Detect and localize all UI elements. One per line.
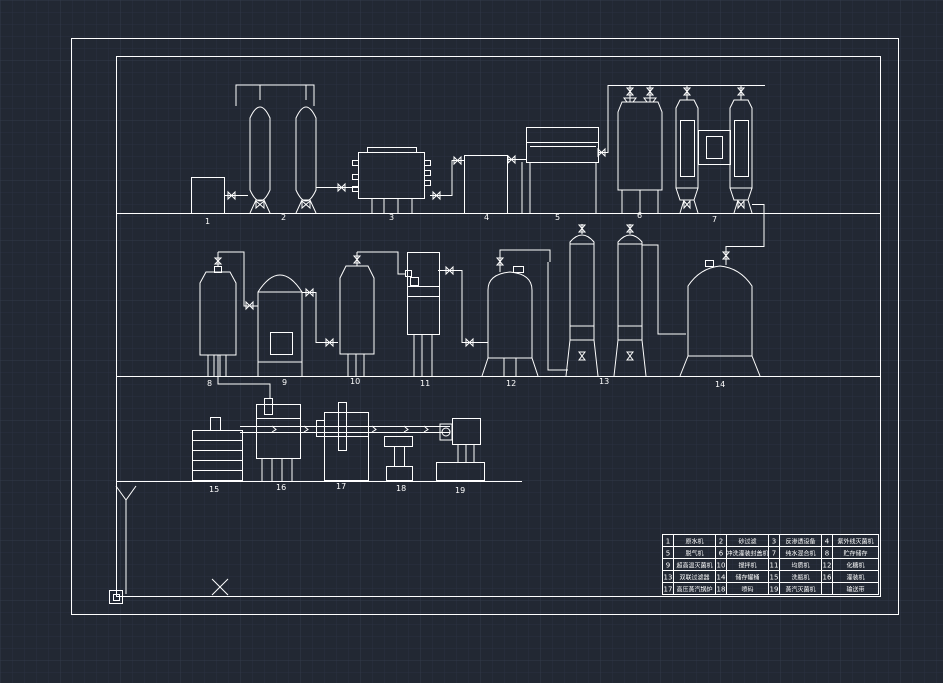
crosshair-icon: [211, 578, 229, 596]
unit-14-storage-tank: 14: [679, 260, 761, 389]
label-unit-14: 14: [715, 380, 725, 389]
unit-5-degasser: 5: [521, 127, 599, 222]
unit-2-sand-filters: 2: [235, 84, 317, 222]
legend-name: 双联过滤器: [679, 574, 709, 582]
legend-number: 11: [770, 562, 779, 570]
valve-icon: [597, 147, 606, 158]
legend-name: 脱气机: [685, 550, 703, 558]
legend-name: 高压蒸汽锅炉: [676, 586, 712, 594]
label-unit-5: 5: [555, 213, 560, 222]
legend-number: 8: [825, 550, 829, 558]
label-unit-9: 9: [282, 378, 287, 387]
legend-number: 13: [664, 574, 673, 582]
label-unit-19: 19: [455, 486, 465, 495]
label-unit-2: 2: [281, 213, 286, 222]
legend-number: 9: [666, 562, 670, 570]
valve-icon: [305, 287, 314, 298]
valve-icon: [325, 337, 334, 348]
label-unit-13: 13: [599, 377, 609, 386]
label-unit-12: 12: [506, 379, 516, 388]
legend-name: 原水机: [685, 538, 703, 546]
valve-icon: [432, 190, 441, 201]
legend-number: 17: [664, 586, 673, 594]
label-unit-15: 15: [209, 485, 219, 494]
legend-name: 蒸汽灭菌机: [785, 586, 815, 594]
valve-icon: [507, 154, 516, 165]
label-unit-11: 11: [420, 379, 430, 388]
legend-name: 反渗透设备: [785, 538, 815, 546]
legend-number: 3: [772, 538, 776, 546]
legend-number: 14: [717, 574, 726, 582]
unit-7-pure-water-mixer: 7: [675, 86, 753, 224]
legend-name: 紫外线灭菌机: [837, 538, 873, 546]
valve-icon: [465, 337, 474, 348]
legend-number: 18: [717, 586, 726, 594]
legend-number: 19: [770, 586, 779, 594]
unit-11-homogenizer: 11: [405, 252, 440, 388]
unit-18-coder: 18: [384, 436, 413, 493]
unit-10-mixer: 10: [339, 251, 405, 386]
legend-number: 16: [823, 574, 832, 582]
legend-number: 4: [825, 538, 830, 546]
label-unit-16: 16: [276, 483, 286, 492]
valve-icon: [721, 251, 731, 260]
legend-name: 化糖机: [846, 562, 864, 570]
legend-name: 砂过滤: [738, 538, 756, 546]
valve-icon: [227, 190, 236, 201]
label-unit-4: 4: [484, 213, 489, 222]
unit-4-uv-sterilizer: 4: [464, 155, 508, 222]
label-unit-3: 3: [389, 213, 394, 222]
unit-3-reverse-osmosis: 3: [352, 147, 431, 222]
valve-icon: [453, 155, 462, 166]
ucs-icon: [109, 485, 137, 604]
unit-19-steam-sterilizer: 19: [436, 418, 485, 495]
legend-name: 输送带: [846, 586, 864, 594]
drawing-outer-frame: [71, 38, 899, 615]
legend-name: 贮存储存: [843, 550, 867, 558]
legend-name: 搅拌机: [738, 562, 756, 570]
label-unit-6: 6: [637, 211, 642, 220]
label-unit-8: 8: [207, 379, 212, 388]
unit-16-filling-machine: 16: [256, 398, 301, 492]
label-unit-18: 18: [396, 484, 406, 493]
legend-number: 7: [772, 550, 776, 558]
unit-8-storage-tank: 8: [199, 251, 258, 388]
valve-icon: [245, 300, 254, 311]
legend-name: 纯水混合机: [785, 550, 815, 558]
legend-number: 12: [823, 562, 832, 570]
label-unit-10: 10: [350, 377, 360, 386]
legend-name: 均质机: [791, 562, 809, 570]
drawing-inner-frame: [116, 56, 881, 597]
legend-number: 2: [719, 538, 723, 546]
legend-name: 储存罐桶: [735, 574, 759, 582]
label-unit-7: 7: [712, 215, 717, 224]
legend-number: 10: [717, 562, 726, 570]
valve-icon: [445, 265, 454, 276]
conveyor-belt: [240, 425, 450, 433]
valve-icon: [337, 182, 346, 193]
unit-13-twin-filters: 13: [547, 224, 686, 386]
unit-15-bottle-washer: 15: [192, 417, 243, 494]
legend-number: 1: [666, 538, 670, 546]
label-unit-17: 17: [336, 482, 346, 491]
legend-name: 超高温灭菌机: [676, 562, 712, 570]
legend-name: 洗瓶机: [791, 574, 809, 582]
legend-number: 6: [719, 550, 724, 558]
unit-12-sugar-dissolver: 12: [481, 249, 551, 388]
label-unit-1: 1: [205, 217, 210, 226]
legend-number: 15: [770, 574, 779, 582]
unit-17-steam-boiler: 17: [316, 402, 369, 491]
legend-name: 灌装机: [846, 574, 864, 582]
legend-number: 5: [666, 550, 670, 558]
unit-6-rinse-fill-cap: 6: [617, 86, 663, 220]
unit-9-uht-sterilizer: 9: [257, 274, 303, 387]
legend-name: 冲洗灌装封盖机: [726, 550, 768, 558]
legend-name: 喷码: [741, 586, 753, 594]
